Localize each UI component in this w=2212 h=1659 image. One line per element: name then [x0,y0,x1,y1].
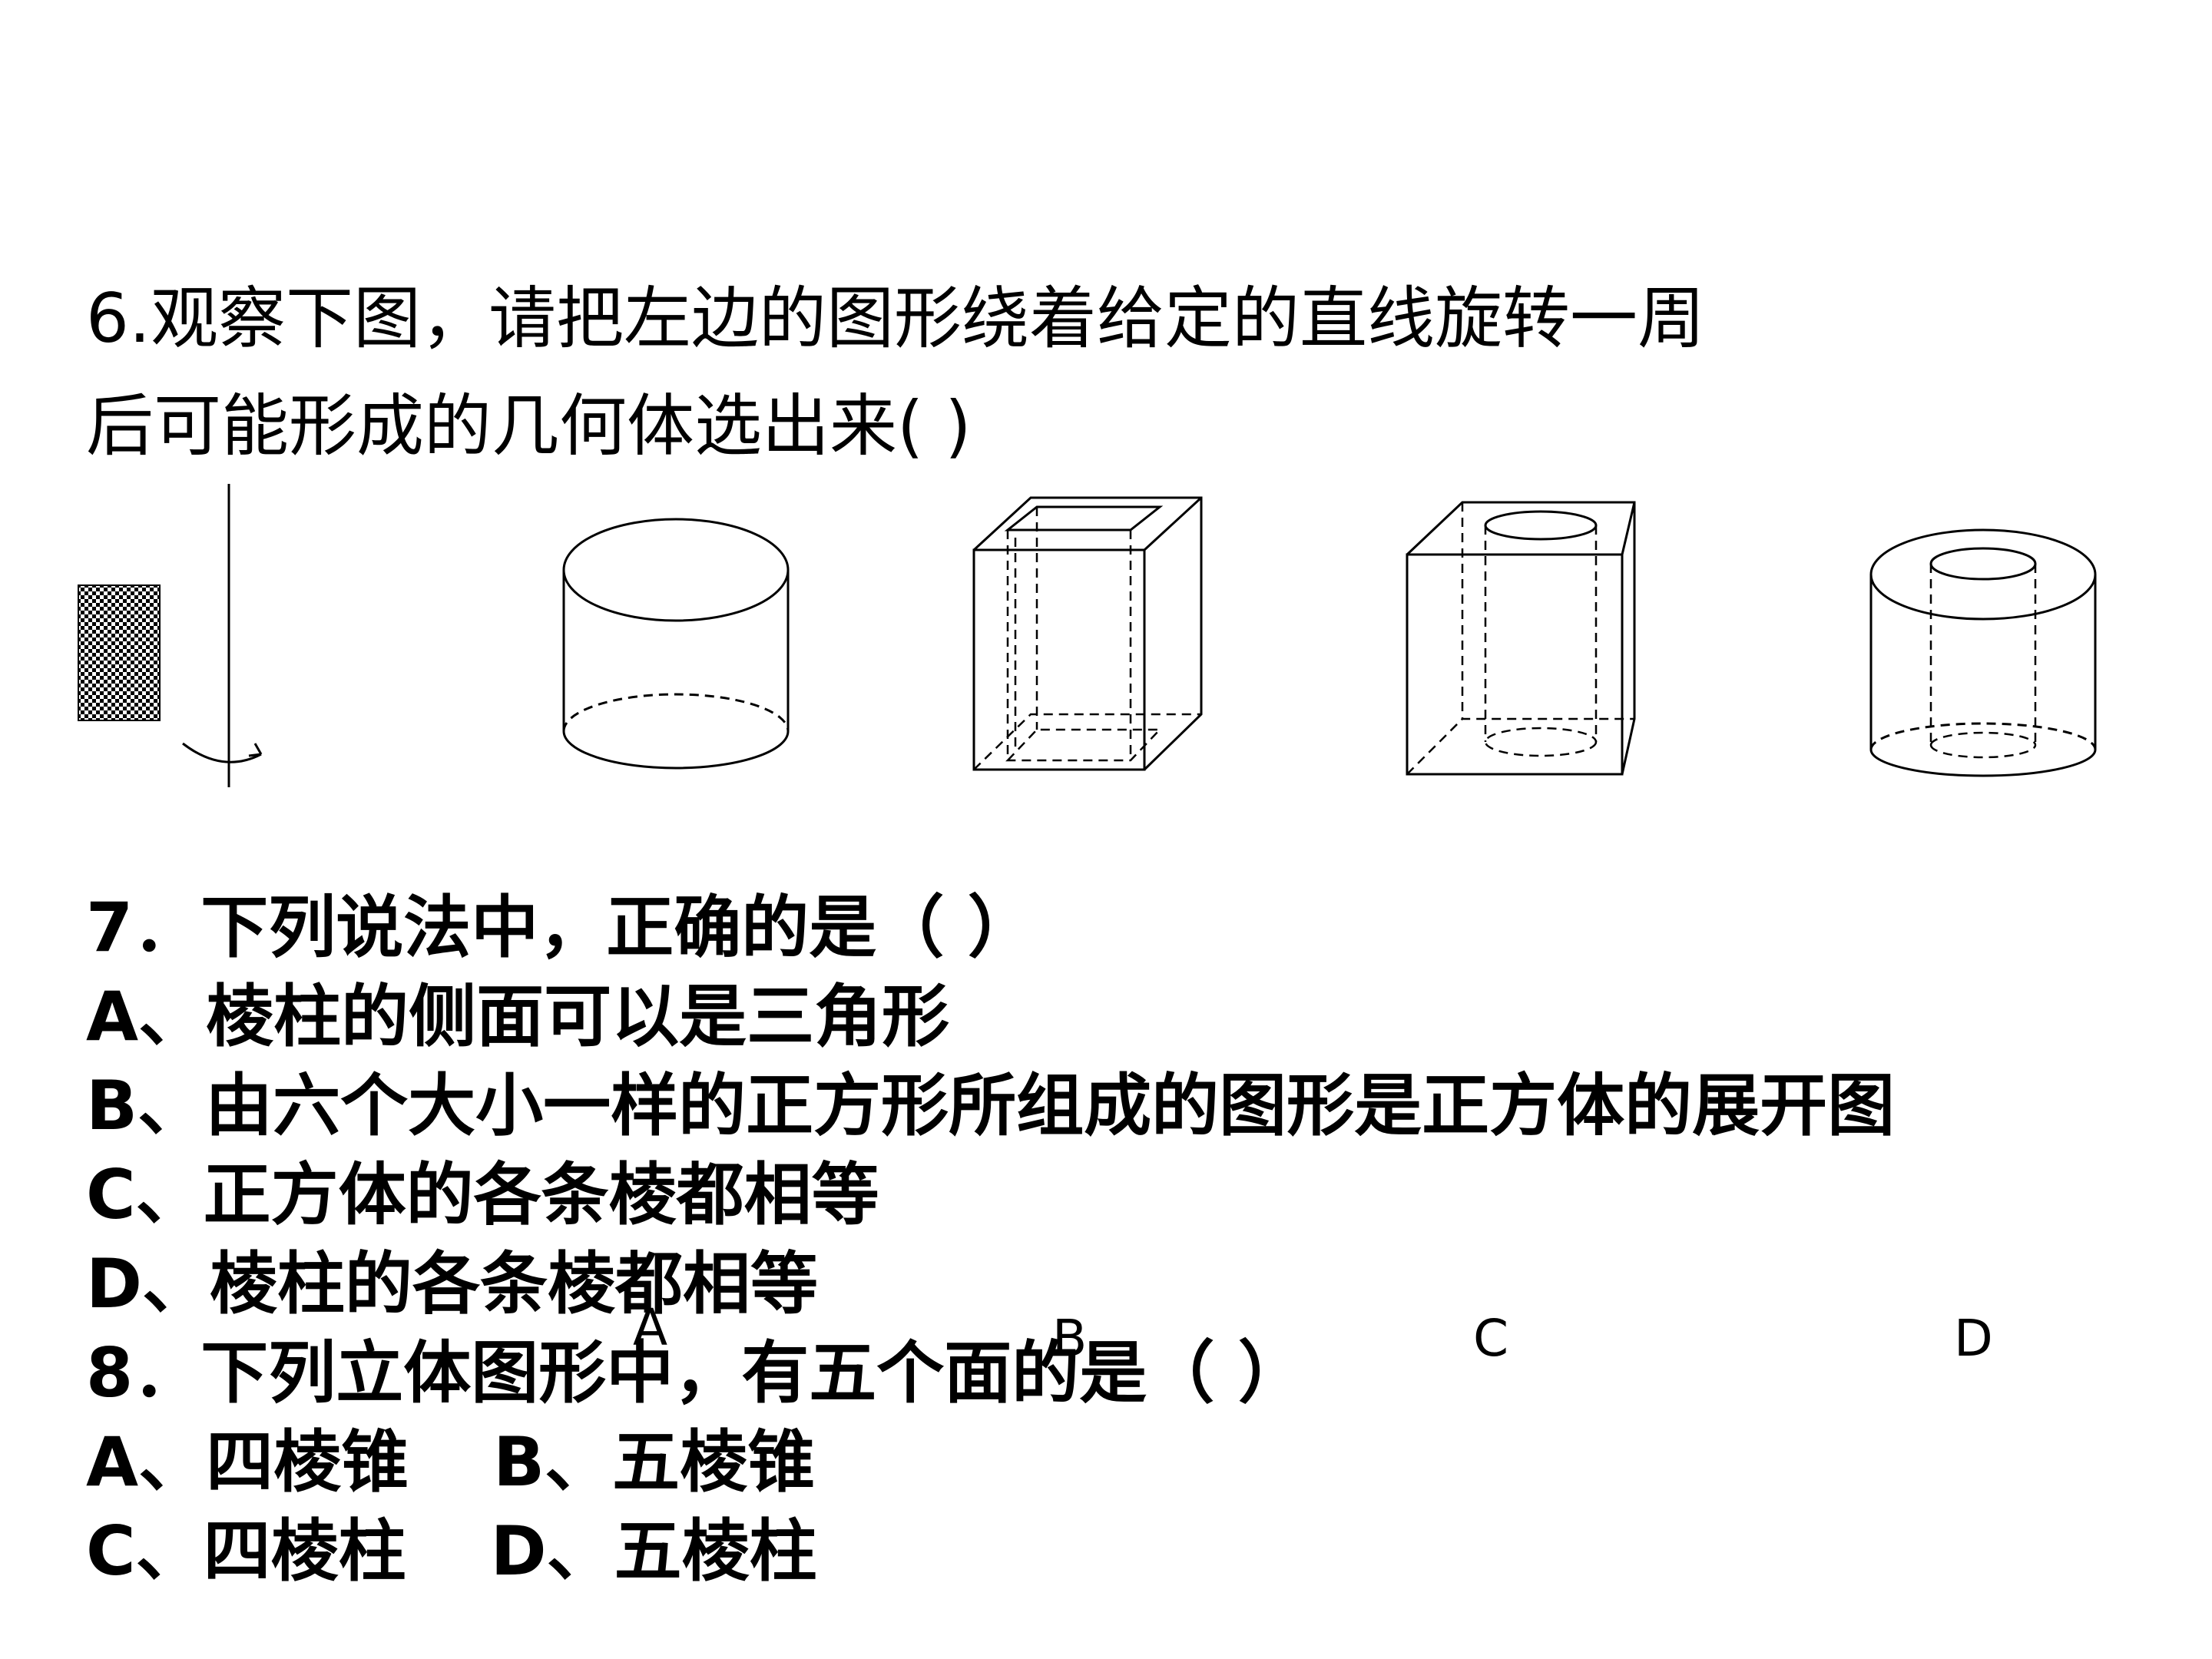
question-8-choices-cd: C、四棱柱 D、五棱柱 [86,1507,1895,1596]
question-6-line-2: 后可能形成的几何体选出来( ) [86,386,972,465]
question-8-choice-c: C、四棱柱 [86,1512,406,1591]
solid-a-cylinder [562,518,790,770]
question-7-choice-d: D、棱柱的各条棱都相等 [86,1244,819,1323]
option-label-c: C [1473,1309,1509,1368]
option-label-d: D [1954,1309,1993,1368]
rotation-figure: A B C D [0,476,2212,1368]
question-8-stem: 8．下列立体图形中，有五个面的是（ ） [86,1333,1306,1412]
question-6-line-1: 6.观察下图，请把左边的图形绕着给定的直线旋转一周 [86,279,1705,358]
solids-diagram [78,484,2097,787]
rotation-arrow [182,742,262,763]
question-8-choices-ab: A、四棱锥 B、五棱锥 [86,1418,1895,1507]
option-label-b: B [1052,1309,1088,1368]
question-7-choice-c: C、正方体的各条棱都相等 [86,1155,879,1234]
option-label-a: A [633,1298,668,1357]
solid-c-cylindrical-hole [1406,501,1636,776]
solid-d-tube [1869,528,2097,777]
question-7-choice-b: B、由六个大小一样的正方形所组成的图形是正方体的展开图 [86,1066,1896,1145]
question-8-choice-a: A、四棱锥 [86,1422,409,1502]
question-8-choice-b: B、五棱锥 [493,1422,816,1502]
question-6: 6.观察下图，请把左边的图形绕着给定的直线旋转一周 后可能形成的几何体选出来( … [86,265,2144,480]
question-8-choice-d: D、五棱柱 [490,1512,817,1591]
question-7-choice-a: A、棱柱的侧面可以是三角形 [86,977,950,1056]
question-7-stem: 7．下列说法中，正确的是（ ） [86,888,1035,967]
questions-7-8: 7．下列说法中，正确的是（ ） A、棱柱的侧面可以是三角形 B、由六个大小一样的… [86,883,1895,1596]
solid-b-square-hole [972,496,1203,771]
shaded-rectangle [78,584,161,721]
